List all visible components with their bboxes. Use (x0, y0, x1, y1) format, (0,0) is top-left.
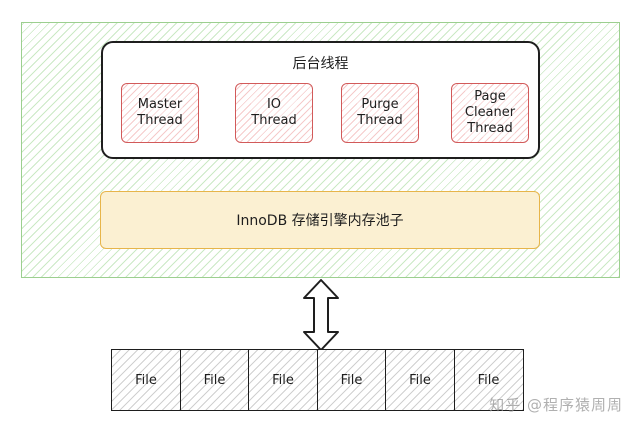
file-cell: File (111, 349, 181, 411)
master-thread-label: Master Thread (137, 97, 183, 129)
io-thread-label: IO Thread (251, 97, 297, 129)
page-cleaner-thread-box: Page Cleaner Thread (451, 83, 529, 143)
file-cell: File (316, 349, 387, 411)
background-threads-group: 后台线程 Master Thread IO Thread Purge Threa… (101, 41, 540, 159)
file-cell: File (248, 349, 318, 411)
double-arrow-icon (303, 279, 339, 351)
io-thread-box: IO Thread (235, 83, 313, 143)
file-cell: File (179, 349, 250, 411)
file-cell: File (453, 349, 524, 411)
file-label: File (203, 372, 226, 388)
buffer-pool-label: InnoDB 存储引擎内存池子 (236, 213, 404, 229)
background-threads-title: 后台线程 (292, 56, 349, 72)
file-label: File (135, 372, 157, 388)
file-cell: File (385, 349, 455, 411)
master-thread-box: Master Thread (121, 83, 199, 143)
purge-thread-box: Purge Thread (341, 83, 419, 143)
watermark: 知乎 @程序猿周周 (489, 396, 623, 414)
file-label: File (272, 372, 294, 388)
buffer-pool-box: InnoDB 存储引擎内存池子 (100, 191, 540, 249)
page-cleaner-thread-label: Page Cleaner Thread (464, 89, 516, 137)
file-label: File (477, 372, 500, 388)
file-label: File (340, 372, 363, 388)
file-row: File File File File File File (111, 349, 531, 411)
purge-thread-label: Purge Thread (357, 97, 403, 129)
file-label: File (409, 372, 431, 388)
